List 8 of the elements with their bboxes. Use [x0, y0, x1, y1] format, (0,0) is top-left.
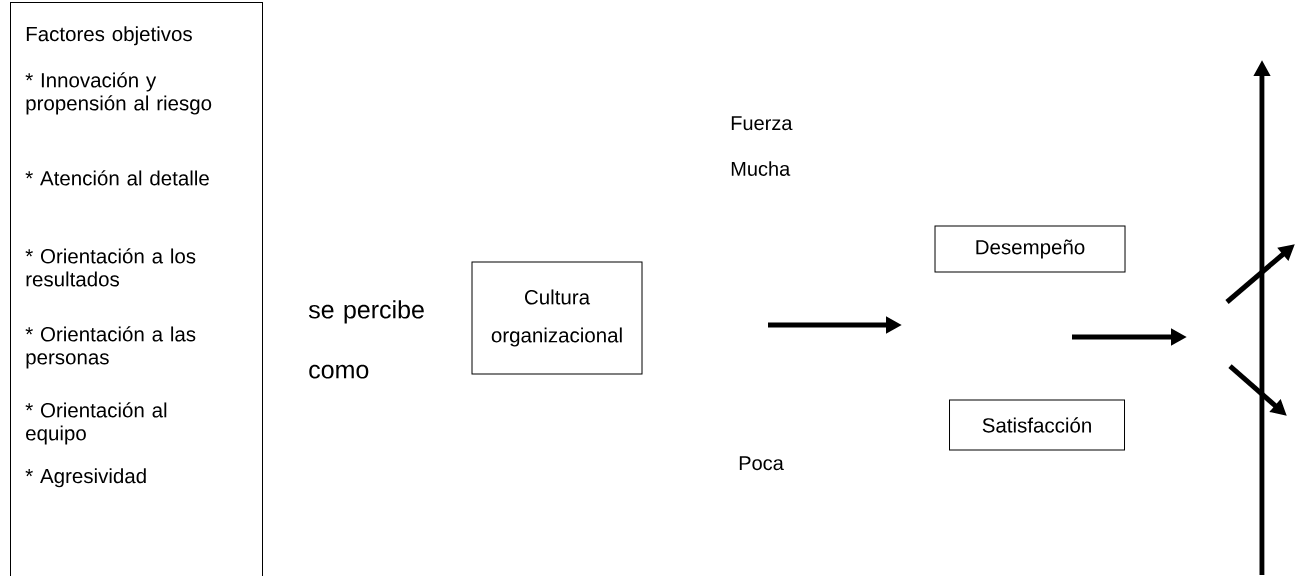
text-label: Mucha: [731, 161, 791, 176]
text-label: se percibe como: [308, 300, 424, 379]
concept-box: Cultura organizacional: [471, 261, 643, 375]
concept-box: Satisfacción: [949, 399, 1125, 451]
factor-list-box: Factores objetivos * Innovación y propensión al riesgo * Atención al detalle * Orientación a los resultados * Orientación a las personas * Orientación al equipo * Agresividad: [10, 2, 263, 576]
text-label: Poca: [739, 456, 784, 471]
text-label: Fuerza: [731, 116, 793, 131]
concept-box: Desempeño: [934, 225, 1126, 273]
